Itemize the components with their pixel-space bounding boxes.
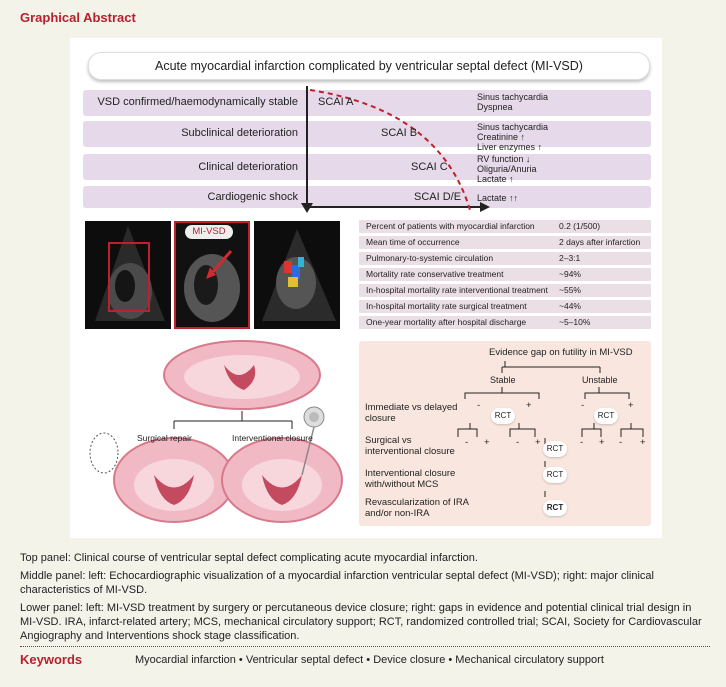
stage-row-d [83,186,651,208]
stat-label: Pulmonary-to-systemic circulation [366,253,494,263]
caption-middle: Middle panel: left: Echocardiographic vi… [20,570,654,596]
sign: Dyspnea [477,102,513,112]
echo-image-2 [174,221,250,329]
stage-row-a [83,90,651,116]
graphical-abstract-title: Graphical Abstract [20,10,136,25]
rct-badge: RCT [543,500,567,516]
rct-badge: RCT [491,408,515,424]
scai-de: SCAI D/E [414,191,462,203]
stat-value: ~55% [559,285,581,295]
signs-d: Lactate ↑↑ [477,193,518,203]
sign: Sinus tachycardia [477,92,549,102]
signs-b: Sinus tachycardia Creatinine ↑ Liver enz… [477,122,548,152]
stat-value: ~5–10% [559,317,591,327]
stat-row: Pulmonary-to-systemic circulation 2–3:1 [359,252,651,265]
signs-a: Sinus tachycardia Dyspnea [477,92,548,112]
stat-row: In-hospital mortality rate interventiona… [359,284,651,297]
stat-label: One-year mortality after hospital discha… [366,317,527,327]
sign: Liver enzymes ↑ [477,142,543,152]
keywords-list: Myocardial infarction • Ventricular sept… [135,654,604,666]
minus-sign: - [580,437,584,448]
stage-label-a: VSD confirmed/haemodynamically stable [97,96,298,108]
caption-lower: Lower panel: left: MI-VSD treatment by s… [20,602,702,642]
minus-sign: - [465,437,469,448]
plus-sign: + [640,437,646,448]
dashed-red-curve [309,89,471,211]
stat-value: 0.2 (1/500) [559,221,601,231]
echo-image-1 [85,221,171,329]
evidence-gap-panel [359,341,651,526]
sign: Lactate ↑ [477,174,514,184]
axis-arrow-right [480,202,490,212]
treatment-illustration [89,340,343,523]
stat-label: Mean time of occurrence [366,237,460,247]
figure-banner: Acute myocardial infarction complicated … [88,52,650,80]
stat-value: ~94% [559,269,581,279]
stat-row: In-hospital mortality rate surgical trea… [359,300,651,313]
stat-row: Percent of patients with myocardial infa… [359,220,651,233]
minus-sign: - [516,437,520,448]
unstable-label: Unstable [582,375,618,385]
stage-row-c [83,154,651,180]
plus-sign: + [484,437,490,448]
row-revascularization: Revascularization of IRA and/or non-IRA [365,497,469,519]
stage-axis-horizontal [306,206,486,208]
stage-axis-vertical [306,86,308,208]
stat-label: Percent of patients with myocardial infa… [366,221,535,231]
plus-sign: + [599,437,605,448]
mi-vsd-tag: MI-VSD [185,225,233,239]
stage-label-d: Cardiogenic shock [207,191,299,203]
stage-row-b [83,121,651,147]
minus-sign: - [477,400,481,411]
stat-row: One-year mortality after hospital discha… [359,316,651,329]
rct-badge: RCT [594,408,618,424]
plus-sign: + [628,400,634,411]
scai-a: SCAI A [318,96,354,108]
sign: RV function ↓ [477,154,531,164]
echo-image-doppler [254,221,340,329]
patch-icon [89,432,119,474]
stat-label: In-hospital mortality rate interventiona… [366,285,548,295]
sign: Oliguria/Anuria [477,164,537,174]
surgical-repair-label: Surgical repair [137,433,192,443]
row-mcs: Interventional closure with/without MCS [365,468,456,490]
plus-sign: + [526,400,532,411]
stat-value: 2–3:1 [559,253,581,263]
axis-arrow-down [301,203,313,213]
row-immediate-vs-delayed: Immediate vs delayed closure [365,402,458,424]
row-surgical-vs-interventional: Surgical vs interventional closure [365,435,455,457]
sign: Lactate ↑↑ [477,193,519,203]
stage-label-c: Clinical deterioration [198,161,298,173]
keywords-title: Keywords [20,652,83,667]
stat-row: Mean time of occurrence 2 days after inf… [359,236,651,249]
sign: Creatinine ↑ [477,132,526,142]
stage-label-b: Subclinical deterioration [181,127,298,139]
minus-sign: - [619,437,623,448]
stable-label: Stable [490,375,516,385]
signs-c: RV function ↓ Oliguria/Anuria Lactate ↑ [477,154,537,184]
sign: Sinus tachycardia [477,122,549,132]
caption-top: Top panel: Clinical course of ventricula… [20,552,478,564]
scai-b: SCAI B [381,127,418,139]
plus-sign: + [535,437,541,448]
minus-sign: - [581,400,585,411]
keyword-divider [20,646,710,647]
interventional-closure-label: Interventional closure [232,433,313,443]
evidence-title: Evidence gap on futility in MI-VSD [489,347,633,358]
rct-badge: RCT [543,467,567,483]
rct-badge: RCT [543,441,567,457]
stat-label: Mortality rate conservative treatment [366,269,504,279]
stat-value: ~44% [559,301,581,311]
scai-c: SCAI C [411,161,448,173]
stat-label: In-hospital mortality rate surgical trea… [366,301,527,311]
stat-row: Mortality rate conservative treatment ~9… [359,268,651,281]
evidence-tree [457,361,644,497]
stat-value: 2 days after infarction [559,237,641,247]
